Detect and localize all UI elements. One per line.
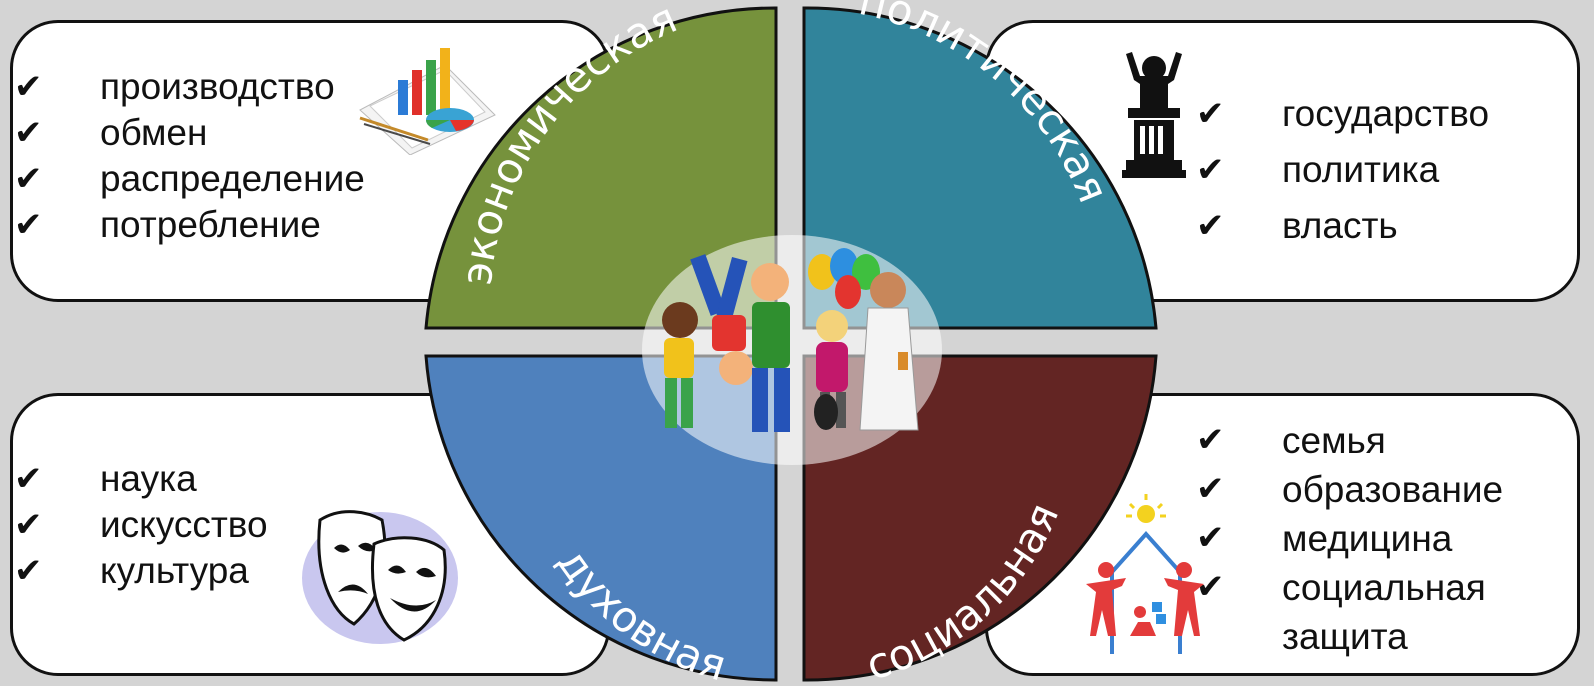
check-icon: ✔ [14, 160, 43, 198]
group-of-people-icon [642, 235, 942, 465]
check-icon: ✔ [14, 506, 43, 544]
check-icon: ✔ [14, 460, 43, 498]
check-icon: ✔ [14, 552, 43, 590]
theater-masks-icon [302, 510, 458, 644]
check-icon: ✔ [14, 114, 43, 152]
chart-papers-icon [359, 48, 496, 155]
check-icon: ✔ [1196, 207, 1225, 245]
segment-political [802, 6, 1158, 330]
segment-social [802, 354, 1158, 682]
segment-economic [424, 6, 778, 330]
check-icon: ✔ [14, 206, 43, 244]
speaker-podium-icon [1122, 52, 1186, 178]
segment-spiritual [424, 354, 778, 682]
check-icon: ✔ [1196, 519, 1225, 557]
check-icon: ✔ [14, 68, 43, 106]
family-house-icon [1086, 494, 1204, 654]
check-icon: ✔ [1196, 421, 1225, 459]
check-icon: ✔ [1196, 568, 1225, 606]
check-icon: ✔ [1196, 151, 1225, 189]
check-icon: ✔ [1196, 95, 1225, 133]
check-icon: ✔ [1196, 470, 1225, 508]
